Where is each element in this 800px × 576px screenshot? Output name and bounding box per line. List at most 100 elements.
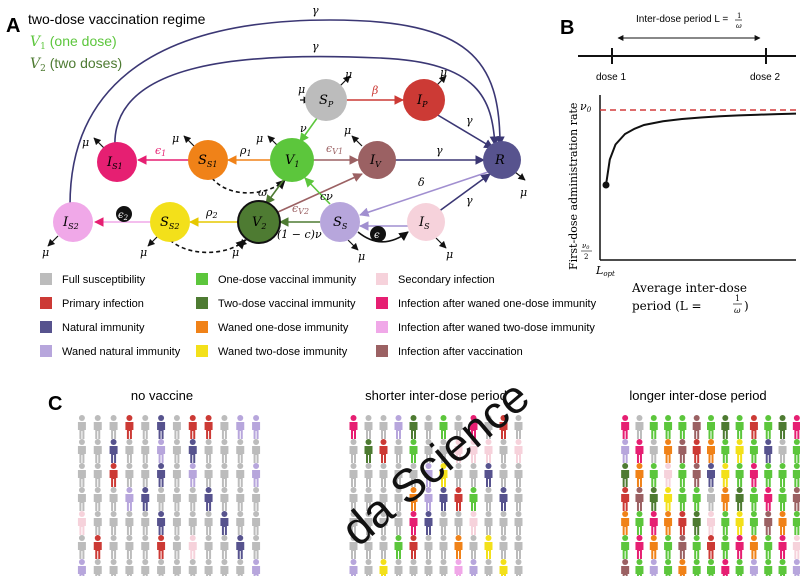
- person-body: [77, 494, 86, 511]
- person-figure: [109, 511, 118, 535]
- person-body: [721, 494, 730, 511]
- person-body: [394, 470, 403, 487]
- person-body: [204, 518, 213, 535]
- population-title: longer inter-dose period: [629, 388, 766, 403]
- person-figure: [204, 463, 213, 487]
- person-body: [349, 422, 358, 439]
- person-figure: [778, 487, 787, 511]
- chart-series-line: [605, 112, 797, 186]
- person-figure: [678, 511, 687, 535]
- person-head: [440, 463, 447, 469]
- person-figure: [721, 559, 730, 576]
- person-head: [470, 487, 477, 493]
- legend-swatch: [376, 345, 388, 357]
- person-head: [485, 463, 492, 469]
- person-body: [454, 470, 463, 487]
- mu-out-is2: [47, 235, 59, 247]
- person-head: [693, 439, 700, 445]
- legend-label: Primary infection: [62, 298, 144, 310]
- person-head: [665, 487, 672, 493]
- person-head: [158, 487, 165, 493]
- person-body: [93, 494, 102, 511]
- person-head: [708, 439, 714, 445]
- person-figure: [379, 559, 388, 576]
- person-body: [409, 422, 418, 439]
- chart-y-start-num-sym: ν: [582, 242, 587, 250]
- person-figure: [424, 439, 433, 463]
- person-body: [749, 494, 758, 511]
- rate-gamma-inner: γ: [312, 40, 319, 53]
- person-figure: [707, 511, 715, 535]
- mu-out-is: [435, 237, 447, 249]
- person-body: [514, 446, 523, 463]
- eps-dot-label: ϵ: [374, 230, 380, 241]
- person-figure: [157, 487, 166, 511]
- person-head: [622, 415, 629, 421]
- person-body: [499, 470, 508, 487]
- person-head: [455, 415, 462, 421]
- person-body: [664, 422, 673, 439]
- node-v2: V2: [237, 200, 281, 244]
- person-head: [253, 463, 260, 469]
- rate-gamma-iv: γ: [436, 144, 443, 157]
- person-figure: [93, 559, 102, 576]
- person-head: [205, 559, 212, 565]
- person-body: [764, 494, 773, 511]
- person-figure: [692, 463, 701, 487]
- node-circle: [403, 79, 445, 121]
- person-figure: [469, 487, 478, 511]
- node-label-symbol: S: [333, 215, 342, 230]
- chart-x-start-sub: opt: [603, 270, 615, 278]
- person-body: [707, 446, 715, 463]
- person-body: [735, 422, 744, 439]
- person-body: [364, 422, 373, 439]
- node-r: R: [483, 141, 521, 179]
- person-body: [484, 422, 493, 439]
- person-figure: [364, 415, 373, 439]
- person-figure: [692, 559, 701, 576]
- person-body: [735, 470, 744, 487]
- person-head: [765, 487, 772, 493]
- person-figure: [735, 511, 744, 535]
- person-body: [204, 422, 213, 439]
- person-body: [252, 446, 261, 463]
- person-head: [189, 439, 196, 445]
- person-figure: [454, 535, 463, 559]
- person-head: [708, 559, 714, 565]
- panel-label-b: B: [560, 17, 574, 39]
- person-figure: [678, 535, 687, 559]
- node-iv: IV: [358, 141, 396, 179]
- rate-omega: ω: [258, 186, 267, 199]
- person-body: [692, 470, 701, 487]
- person-figure: [649, 487, 658, 511]
- person-figure: [188, 535, 197, 559]
- rate-rho1-sub: 1: [246, 149, 251, 158]
- person-body: [778, 494, 787, 511]
- person-body: [514, 542, 523, 559]
- person-head: [750, 463, 757, 469]
- person-head: [765, 415, 772, 421]
- person-head: [636, 511, 643, 517]
- timeline-period-label: Inter-dose period L =: [636, 14, 728, 25]
- legend-swatch: [40, 297, 52, 309]
- person-head: [380, 463, 387, 469]
- person-body: [93, 542, 102, 559]
- chart-start-point: [602, 181, 610, 189]
- person-figure: [125, 559, 134, 576]
- person-body: [188, 422, 197, 439]
- regime-v1-text: (one dose): [46, 33, 117, 49]
- person-body: [424, 494, 433, 511]
- node-label-symbol: I: [106, 155, 113, 170]
- person-figure: [735, 487, 744, 511]
- legend-label: Secondary infection: [398, 274, 495, 286]
- person-figure: [77, 487, 86, 511]
- person-head: [440, 487, 447, 493]
- person-figure: [707, 487, 715, 511]
- person-figure: [484, 415, 493, 439]
- person-figure: [236, 559, 245, 576]
- person-figure: [692, 511, 701, 535]
- person-head: [395, 439, 402, 445]
- person-head: [750, 439, 757, 445]
- legend-item: One-dose vaccinal immunity: [196, 273, 357, 286]
- person-body: [394, 566, 403, 576]
